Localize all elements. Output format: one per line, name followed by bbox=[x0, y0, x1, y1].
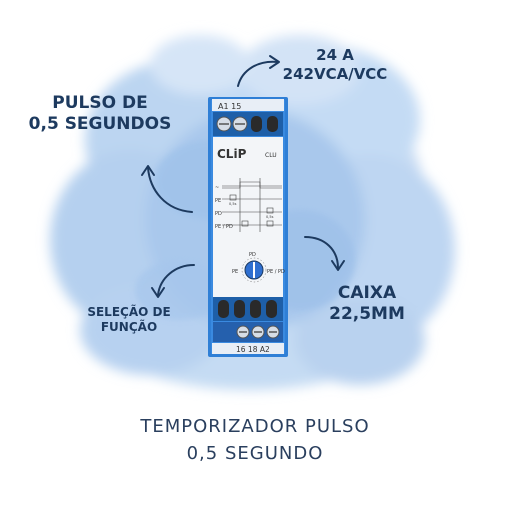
bottom-screw-terminals bbox=[213, 322, 283, 342]
arrow-case-icon bbox=[304, 236, 345, 271]
timing-diagram bbox=[222, 178, 282, 232]
relay-device: A1 15 CLiP CLU bbox=[208, 97, 288, 357]
caption-line-1: TEMPORIZADOR PULSO bbox=[140, 416, 370, 437]
function-line-2: FUNÇÃO bbox=[100, 320, 158, 334]
arrow-function-icon bbox=[151, 264, 195, 298]
arrow-pulse-icon bbox=[141, 165, 193, 213]
pulse-line-1: PULSO DE bbox=[52, 93, 148, 113]
top-screw-terminals bbox=[213, 112, 283, 136]
voltage-line-2: 242VCA/VCC bbox=[282, 64, 388, 83]
product-caption: TEMPORIZADOR PULSO 0,5 SEGUNDO bbox=[0, 413, 510, 467]
pulse-time-label: 0,5s bbox=[266, 215, 274, 219]
case-callout: CAIXA 22,5MM bbox=[312, 283, 422, 326]
bottom-screw-openings bbox=[213, 297, 283, 321]
bottom-terminal-labels: 16 18 A2 bbox=[236, 345, 270, 354]
function-knob bbox=[241, 257, 267, 283]
knob-label-left: PE bbox=[232, 269, 238, 275]
brand-logo: CLiP bbox=[217, 147, 247, 161]
function-select-callout: SELEÇÃO DE FUNÇÃO bbox=[74, 305, 184, 335]
case-line-2: 22,5MM bbox=[329, 304, 405, 325]
pulse-line-2: 0,5 SEGUNDOS bbox=[28, 114, 172, 135]
knob-label-right: PE / PD bbox=[267, 269, 285, 275]
function-line-1: SELEÇÃO DE bbox=[87, 305, 171, 319]
diagram-row-label: ~ bbox=[215, 185, 219, 191]
knob-label-top: PD bbox=[249, 252, 256, 258]
diagram-row-label: PE / PD bbox=[215, 224, 233, 230]
pulse-time-label: 0,5s bbox=[229, 202, 237, 206]
voltage-line-1: 24 A bbox=[316, 46, 354, 64]
arrow-voltage-icon bbox=[237, 55, 280, 87]
top-terminal-labels: A1 15 bbox=[218, 102, 241, 111]
voltage-callout: 24 A 242VCA/VCC bbox=[255, 46, 415, 84]
pulse-callout: PULSO DE 0,5 SEGUNDOS bbox=[20, 93, 180, 136]
model-label: CLU bbox=[265, 152, 277, 159]
case-line-1: CAIXA bbox=[337, 283, 397, 303]
diagram-row-label: PE bbox=[215, 198, 221, 204]
caption-line-2: 0,5 SEGUNDO bbox=[186, 443, 324, 464]
diagram-row-label: PD bbox=[215, 211, 222, 217]
